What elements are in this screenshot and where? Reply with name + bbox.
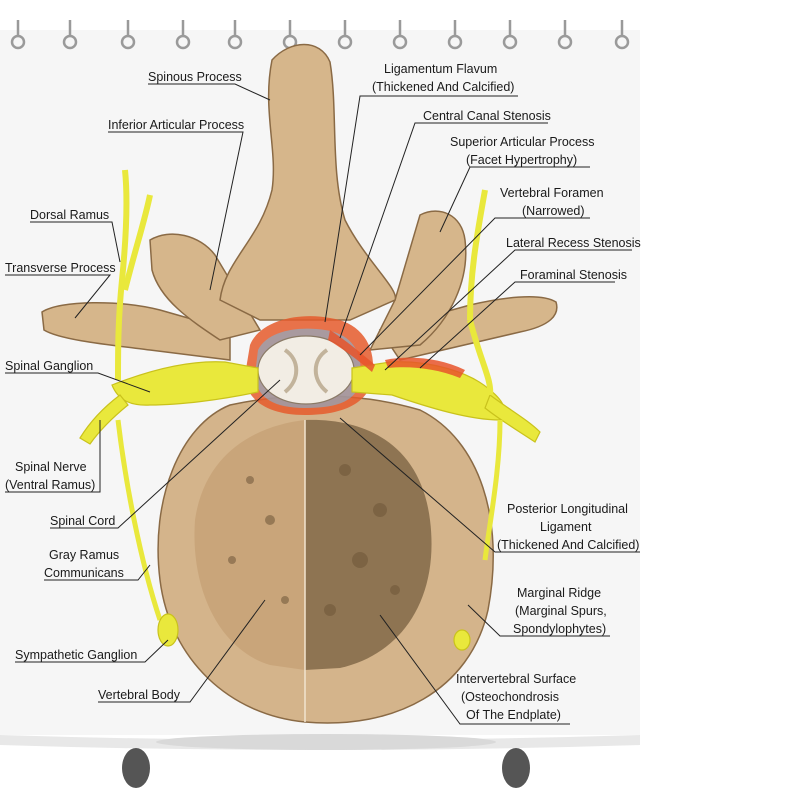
label-sympathetic-ganglion: Sympathetic Ganglion	[15, 648, 137, 662]
label-intervertebral-surface: Intervertebral Surface	[456, 672, 576, 686]
leader-intervertebral-surface	[379, 614, 570, 725]
leader-vertebral-foramen	[359, 217, 590, 356]
leader-dorsal-ramus	[30, 221, 121, 263]
leader-spinal-cord	[50, 379, 281, 529]
curtain-ring	[614, 20, 630, 50]
inferior-articular-process	[149, 233, 262, 341]
leader-vertebral-body	[98, 599, 266, 703]
leader-central-canal	[339, 122, 548, 339]
label-vertebral-body: Vertebral Body	[98, 688, 181, 702]
superior-articular-process	[368, 210, 467, 351]
curtain-feet	[122, 734, 530, 788]
label-intervertebral-sub2: Of The Endplate)	[466, 708, 561, 722]
label-pll-3: (Thickened And Calcified)	[497, 538, 639, 552]
label-intervertebral-sub: (Osteochondrosis	[461, 690, 559, 704]
label-superior-articular-process: Superior Articular Process	[450, 135, 595, 149]
label-pll-2: Ligament	[540, 520, 592, 534]
leader-ligamentum-flavum	[324, 95, 518, 323]
label-gray-ramus: Gray Ramus	[49, 548, 119, 562]
label-central-canal-stenosis: Central Canal Stenosis	[423, 109, 551, 123]
gray-ramus-communicans	[115, 419, 163, 621]
transverse-process-left	[41, 302, 231, 361]
spinal-ganglion-left	[111, 361, 259, 406]
label-spinal-nerve-sub: (Ventral Ramus)	[5, 478, 95, 492]
label-vertebral-foramen-sub: (Narrowed)	[522, 204, 585, 218]
label-spinal-ganglion: Spinal Ganglion	[5, 359, 93, 373]
stenosis-highlights	[328, 330, 465, 378]
label-pll: Posterior Longitudinal	[507, 502, 628, 516]
dorsal-ramus	[115, 169, 130, 381]
label-vertebral-foramen: Vertebral Foramen	[500, 186, 604, 200]
label-lateral-recess-stenosis: Lateral Recess Stenosis	[506, 236, 641, 250]
vertebral-arch	[41, 43, 558, 361]
label-spinal-cord: Spinal Cord	[50, 514, 115, 528]
curtain-ring	[175, 20, 191, 50]
curtain-ring	[502, 20, 518, 50]
curtain-ring	[392, 20, 408, 50]
leader-superior-articular	[439, 166, 590, 233]
curtain-ring	[227, 20, 243, 50]
label-superior-articular-sub: (Facet Hypertrophy)	[466, 153, 577, 167]
leader-spinous-process	[148, 83, 271, 101]
label-ligamentum-flavum: Ligamentum Flavum	[384, 62, 497, 76]
leader-lateral-recess	[384, 249, 632, 371]
label-marginal-ridge-sub2: Spondylophytes)	[513, 622, 606, 636]
label-marginal-ridge: Marginal Ridge	[517, 586, 601, 600]
labels: Spinous Process Inferior Articular Proce…	[5, 62, 641, 722]
leader-gray-ramus	[44, 564, 151, 581]
spinous-process	[219, 43, 397, 321]
label-gray-ramus-sub: Communicans	[44, 566, 124, 580]
label-dorsal-ramus: Dorsal Ramus	[30, 208, 109, 222]
nerves	[79, 169, 541, 651]
curtain-ring	[337, 20, 353, 50]
curtain-ring	[120, 20, 136, 50]
curtain-ring	[557, 20, 573, 50]
sympathetic-ganglion	[157, 613, 179, 647]
vertebral-body	[157, 395, 494, 724]
curtain-rings	[10, 20, 630, 50]
leader-spinal-ganglion	[5, 372, 151, 393]
label-spinous-process: Spinous Process	[148, 70, 242, 84]
leader-sympathetic-ganglion	[15, 639, 169, 663]
label-spinal-nerve: Spinal Nerve	[15, 460, 87, 474]
leader-lines	[5, 83, 640, 725]
label-inferior-articular-process: Inferior Articular Process	[108, 118, 244, 132]
curtain-ring	[10, 20, 26, 50]
leader-marginal-ridge	[467, 604, 610, 637]
label-ligamentum-flavum-sub: (Thickened And Calcified)	[372, 80, 514, 94]
leader-posterior-longitudinal	[339, 417, 640, 553]
leader-transverse-process	[5, 274, 112, 319]
spinal-nerve	[79, 394, 129, 445]
leader-spinal-nerve	[5, 420, 101, 493]
transverse-process-right	[378, 295, 558, 361]
leader-inferior-articular	[108, 131, 244, 291]
curtain-ring	[447, 20, 463, 50]
spinal-canal	[245, 316, 374, 415]
label-marginal-ridge-sub: (Marginal Spurs,	[515, 604, 607, 618]
leader-foraminal-stenosis	[419, 281, 615, 369]
curtain-ring	[62, 20, 78, 50]
label-foraminal-stenosis: Foraminal Stenosis	[520, 268, 627, 282]
label-transverse-process: Transverse Process	[5, 261, 116, 275]
cancellous-texture	[228, 464, 400, 616]
